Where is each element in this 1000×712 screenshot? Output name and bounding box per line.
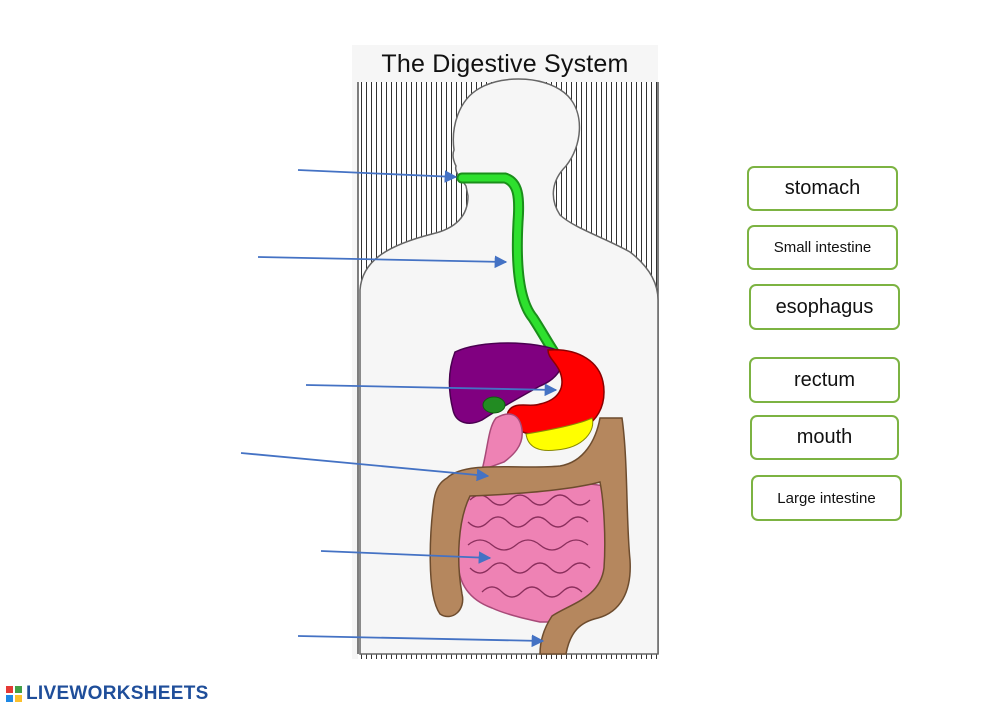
liver-organ bbox=[448, 342, 564, 424]
answer-chip-mouth[interactable]: mouth bbox=[750, 415, 899, 460]
pointer-arrow-small-intestine bbox=[320, 550, 492, 564]
gallbladder-organ bbox=[482, 396, 506, 414]
brand-name: LIVEWORKSHEETS bbox=[26, 683, 209, 704]
answer-chip-esophagus[interactable]: esophagus bbox=[749, 284, 900, 330]
pancreas-organ bbox=[525, 417, 594, 451]
liveworksheets-logo[interactable]: LIVEWORKSHEETS bbox=[6, 683, 209, 705]
pointer-arrow-stomach bbox=[305, 383, 558, 397]
answer-chip-small-intestine[interactable]: Small intestine bbox=[747, 225, 898, 270]
pointer-arrow-esophagus bbox=[257, 255, 508, 269]
diagram-title: The Digestive System bbox=[381, 50, 629, 78]
pointer-arrow-rectum bbox=[297, 634, 545, 648]
liveworksheets-logo-icon bbox=[6, 686, 22, 702]
answer-chip-large-intestine[interactable]: Large intestine bbox=[751, 475, 902, 521]
pointer-arrow-large-intestine bbox=[240, 452, 490, 482]
answer-chip-rectum[interactable]: rectum bbox=[749, 357, 900, 403]
pointer-arrow-mouth bbox=[297, 169, 458, 183]
answer-chip-stomach[interactable]: stomach bbox=[747, 166, 898, 211]
